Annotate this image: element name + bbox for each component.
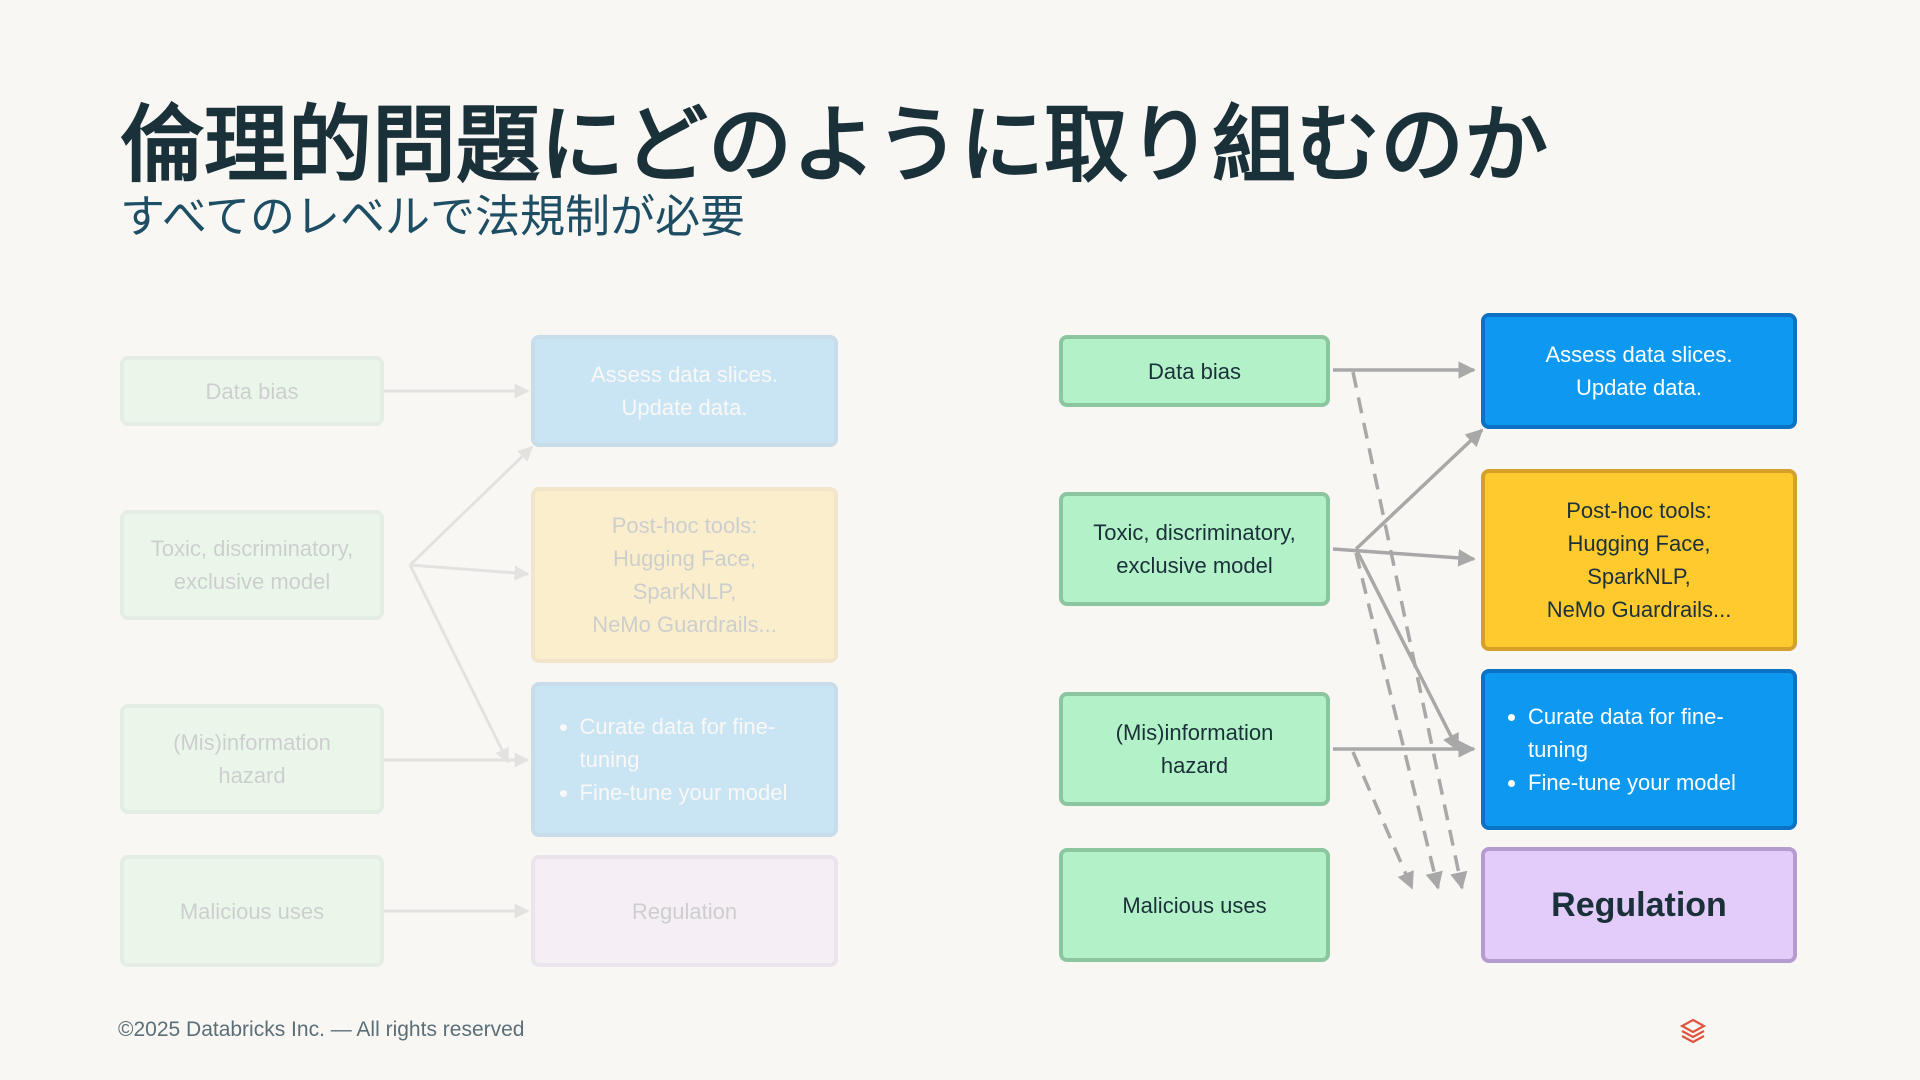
- solution-label: Regulation: [1551, 885, 1727, 924]
- right-solution-curate: Curate data for fine-tuning Fine-tune yo…: [1481, 669, 1797, 830]
- left-problem-misinfo: (Mis)information hazard: [120, 704, 384, 814]
- right-dashed-bias-regulation: [1351, 371, 1468, 890]
- solution-label-line1: Assess data slices.: [590, 362, 779, 387]
- left-arrow-toxic-assess: [408, 445, 534, 567]
- right-problem-data-bias: Data bias: [1059, 335, 1330, 407]
- solution-label-line1: Post-hoc tools:: [1566, 498, 1712, 523]
- problem-label-line1: (Mis)information: [1115, 720, 1274, 745]
- solution-label-line2: Hugging Face,: [1567, 531, 1711, 556]
- right-dashed-toxic-regulation: [1354, 552, 1443, 890]
- problem-label-line2: hazard: [218, 763, 286, 788]
- solution-bullet-curate: Curate data for fine-tuning: [1528, 700, 1776, 766]
- solution-label-line2: Update data.: [621, 395, 748, 420]
- right-solution-assess: Assess data slices. Update data.: [1481, 313, 1797, 429]
- right-solution-posthoc: Post-hoc tools: Hugging Face, SparkNLP, …: [1481, 469, 1797, 651]
- right-problem-malicious: Malicious uses: [1059, 848, 1330, 962]
- left-problem-data-bias: Data bias: [120, 356, 384, 426]
- problem-label-line2: hazard: [1160, 753, 1229, 778]
- solution-bullet-curate: Curate data for fine-tuning: [580, 710, 816, 776]
- problem-label-line1: (Mis)information: [173, 730, 331, 755]
- right-dashed-misinfo-regulation: [1351, 751, 1414, 890]
- problem-label-line1: Toxic, discriminatory,: [150, 536, 354, 561]
- problem-label: Data bias: [1148, 358, 1241, 384]
- problem-label-line2: exclusive model: [173, 569, 331, 594]
- solution-label-line3: SparkNLP,: [632, 579, 737, 604]
- left-solution-regulation: Regulation: [531, 855, 838, 967]
- solution-label-line1: Assess data slices.: [1545, 342, 1733, 367]
- solution-label-line2: Hugging Face,: [612, 546, 757, 571]
- solution-label-line3: SparkNLP,: [1587, 564, 1691, 589]
- right-arrow-toxic-curate: [1354, 548, 1460, 752]
- problem-label-line2: exclusive model: [1116, 553, 1273, 578]
- problem-label-line1: Toxic, discriminatory,: [1093, 520, 1296, 545]
- databricks-logo-icon: [1680, 1018, 1706, 1044]
- page-subtitle: すべてのレベルで法規制が必要: [120, 190, 746, 243]
- problem-label: Malicious uses: [1122, 892, 1267, 918]
- problem-label: Malicious uses: [179, 898, 325, 924]
- solution-bullet-finetune: Fine-tune your model: [580, 776, 816, 809]
- right-problem-misinfo: (Mis)information hazard: [1059, 692, 1330, 806]
- left-solution-assess: Assess data slices. Update data.: [531, 335, 838, 447]
- problem-label: Data bias: [205, 378, 299, 404]
- solution-label-line4: NeMo Guardrails...: [592, 612, 777, 637]
- solution-label-line2: Update data.: [1576, 375, 1702, 400]
- page-title: 倫理的問題にどのように取り組むのか: [120, 96, 1549, 194]
- left-solution-curate: Curate data for fine-tuning Fine-tune yo…: [531, 682, 838, 837]
- right-arrow-toxic-posthoc: [1332, 547, 1476, 567]
- left-arrow-toxic-posthoc: [409, 563, 530, 581]
- right-solution-regulation: Regulation: [1481, 847, 1797, 963]
- left-problem-toxic: Toxic, discriminatory, exclusive model: [120, 510, 384, 620]
- solution-label-line4: NeMo Guardrails...: [1546, 597, 1732, 622]
- right-arrow-toxic-assess: [1354, 428, 1484, 551]
- footer-copyright: ©2025 Databricks Inc. — All rights reser…: [118, 1018, 525, 1041]
- solution-label: Regulation: [631, 898, 738, 924]
- left-problem-malicious: Malicious uses: [120, 855, 384, 967]
- left-arrow-toxic-curate: [408, 564, 510, 764]
- right-problem-toxic: Toxic, discriminatory, exclusive model: [1059, 492, 1330, 606]
- left-solution-posthoc: Post-hoc tools: Hugging Face, SparkNLP, …: [531, 487, 838, 663]
- solution-bullet-finetune: Fine-tune your model: [1528, 766, 1776, 799]
- solution-label-line1: Post-hoc tools:: [611, 513, 758, 538]
